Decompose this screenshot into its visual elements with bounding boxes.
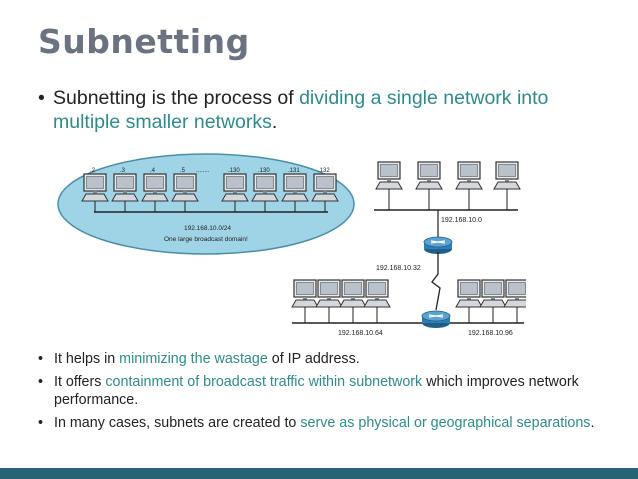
host-label: .131 — [288, 168, 300, 174]
router-icon — [423, 236, 453, 255]
host-label: ........ — [196, 168, 210, 174]
pc-icon — [311, 173, 339, 202]
bottom-accent-bar — [0, 468, 638, 479]
pc-icon — [251, 173, 279, 202]
network-diagram: .2 .3 .4 .5 ........ .130 .130 .131 .132… — [57, 153, 526, 337]
slide-title: Subnetting — [38, 22, 250, 61]
pc-icon — [141, 173, 169, 202]
bullet-text: . — [590, 415, 595, 431]
pc-icon — [455, 279, 483, 308]
bullet-highlight: containment of broadcast traffic within … — [105, 374, 423, 390]
router-icon — [421, 310, 451, 329]
intro-highlight: dividing a single network into multiple … — [53, 87, 549, 133]
host-label: .3 — [120, 168, 126, 174]
subnet-label-bottom-right: 192.168.10.96 — [468, 330, 513, 337]
pc-icon — [81, 173, 109, 202]
pc-icon — [111, 173, 139, 202]
pc-icon — [479, 279, 507, 308]
pc-icon — [455, 161, 483, 190]
host-label: .132 — [318, 168, 330, 174]
bottom-left-hosts — [291, 279, 391, 308]
bullet-text: It helps in — [54, 351, 120, 367]
bullet-text: In many cases, subnets are created to — [54, 415, 301, 431]
host-label: .2 — [90, 168, 96, 174]
top-subnet-hosts — [375, 161, 521, 190]
subnet-label-top: 192.168.10.0 — [441, 217, 482, 224]
left-network-label: 192.168.10.0/24 — [184, 225, 231, 232]
pc-icon — [171, 173, 199, 202]
pc-icon — [503, 279, 526, 308]
pc-icon — [415, 161, 443, 190]
pc-icon — [221, 173, 249, 202]
host-label: .130 — [258, 168, 270, 174]
bullet-item: • It helps in minimizing the wastage of … — [38, 350, 618, 368]
intro-text: Subnetting is the process of dividing a … — [53, 86, 608, 134]
host-label: .130 — [228, 168, 240, 174]
bullet-marker: • — [38, 351, 44, 367]
bullet-text: It offers — [54, 374, 106, 390]
host-label: .5 — [180, 168, 186, 174]
bullet-item: • It offers containment of broadcast tra… — [38, 373, 618, 409]
bullet-marker: • — [38, 87, 45, 109]
subnet-label-middle: 192.168.10.32 — [376, 265, 421, 272]
left-caption: One large broadcast domain! — [164, 236, 248, 243]
pc-icon — [315, 279, 343, 308]
bullet-list: • It helps in minimizing the wastage of … — [38, 350, 618, 437]
bullet-text: of IP address. — [267, 351, 360, 367]
bottom-right-hosts — [455, 279, 526, 308]
pc-icon — [375, 161, 403, 190]
bullet-marker: • — [38, 415, 44, 431]
pc-icon — [493, 161, 521, 190]
intro-text-after: . — [271, 111, 278, 133]
bullet-marker: • — [38, 374, 44, 390]
bullet-item: • In many cases, subnets are created to … — [38, 414, 618, 432]
intro-text-before: Subnetting is the process of — [53, 87, 300, 109]
bullet-text: which improves network performance. — [54, 374, 579, 408]
host-label: .4 — [150, 168, 156, 174]
subnet-label-bottom-left: 192.168.10.64 — [338, 330, 383, 337]
pc-icon — [291, 279, 319, 308]
pc-icon — [281, 173, 309, 202]
bullet-highlight: minimizing the wastage — [119, 351, 268, 367]
bullet-highlight: serve as physical or geographical separa… — [300, 415, 591, 431]
pc-icon — [339, 279, 367, 308]
intro-bullet: • Subnetting is the process of dividing … — [38, 86, 608, 134]
pc-icon — [363, 279, 391, 308]
